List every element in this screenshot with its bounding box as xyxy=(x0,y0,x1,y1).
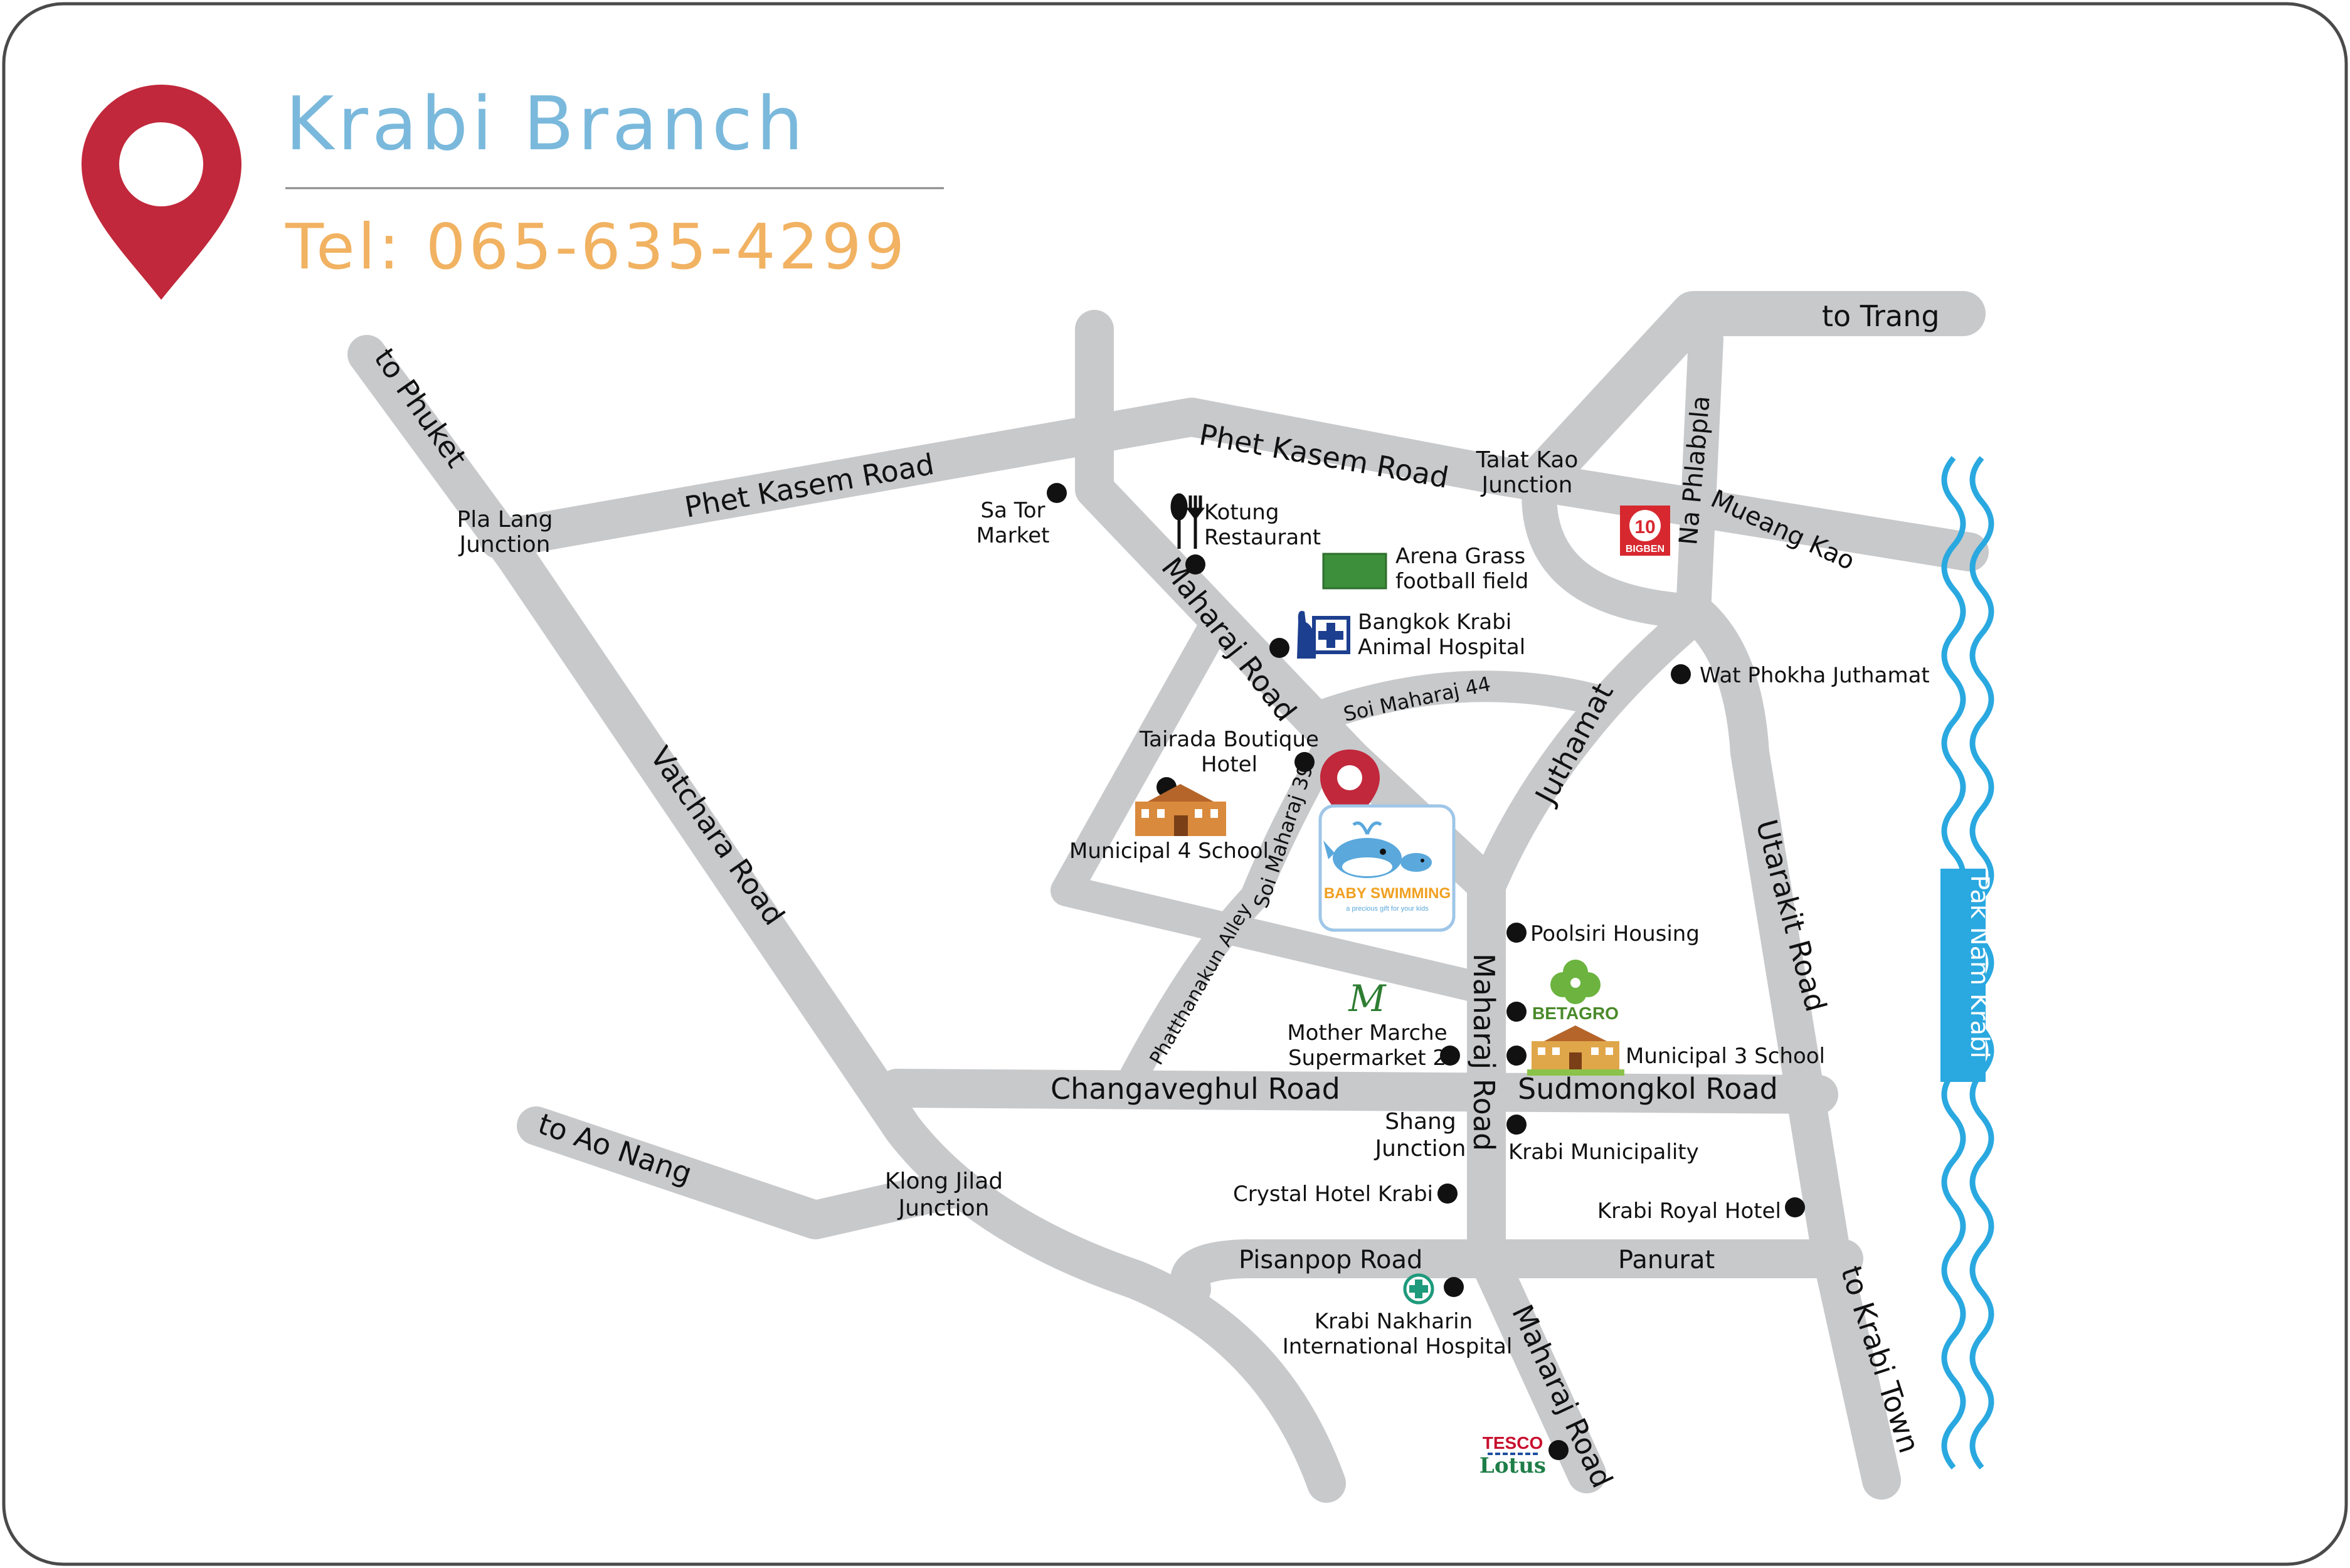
road-label-changaveghul: Changaveghul Road xyxy=(1051,1072,1340,1106)
road-changaveghul-sudmongkol xyxy=(877,1069,1838,1114)
road-juthamat xyxy=(1469,600,1711,908)
road-label-to-trang: to Trang xyxy=(1822,299,1940,333)
poi-poolsiri: Poolsiri Housing xyxy=(1530,921,1700,946)
road-soi-maharaj-44 xyxy=(1308,670,1621,731)
road-na-phlabpla xyxy=(1676,321,1723,629)
bigben-text: BIGBEN xyxy=(1626,544,1665,554)
poi-bangkok-krabi-line1: Bangkok Krabi xyxy=(1358,610,1511,635)
junction-labels: Pla Lang Junction Talat Kao Junction Klo… xyxy=(457,447,1579,1221)
river-pak-nam-krabi: Pak Nam Krabi xyxy=(1940,456,1994,1470)
road-talat-kao-loop xyxy=(1522,465,1711,629)
poi-dot-sa-tor xyxy=(1047,483,1067,503)
poi-kotung-line1: Kotung xyxy=(1204,500,1279,525)
poi-krabi-nakharin-line2: International Hospital xyxy=(1283,1334,1513,1359)
betagro-text: BETAGRO xyxy=(1532,1004,1619,1023)
junction-shang-line1: Shang xyxy=(1385,1109,1456,1135)
poi-tairada-line2: Hotel xyxy=(1201,752,1257,777)
points-of-interest: Sa Tor Market Kotung Restaurant Arena Gr… xyxy=(977,483,1930,1478)
poi-mother-marche-line1: Mother Marche xyxy=(1287,1020,1447,1046)
poi-municipal-4: Municipal 4 School xyxy=(1069,839,1269,864)
poi-dot-poolsiri xyxy=(1506,923,1527,943)
poi-bangkok-krabi-line2: Animal Hospital xyxy=(1358,635,1525,660)
poi-crystal: Crystal Hotel Krabi xyxy=(1233,1182,1433,1207)
baby-swimming-logo: BABY SWIMMING a precious gift for your k… xyxy=(1318,804,1456,932)
poi-sa-tor-line1: Sa Tor xyxy=(981,498,1045,523)
road-label-maharaj-mid: Maharaj Road xyxy=(1467,953,1501,1151)
football-field-icon xyxy=(1322,553,1387,590)
poi-mother-marche-line2: Supermarket 2 xyxy=(1288,1046,1446,1071)
poi-sa-tor-line2: Market xyxy=(977,523,1050,548)
poi-municipal-3: Municipal 3 School xyxy=(1626,1044,1825,1069)
branch-title: Krabi Branch xyxy=(285,80,807,167)
branch-phone: Tel: 065-635-4299 xyxy=(285,210,908,283)
junction-pla-lang-line2: Junction xyxy=(458,532,550,558)
baby-swimming-text: BABY SWIMMING xyxy=(1324,885,1451,902)
poi-dot-bangkok-krabi xyxy=(1269,638,1289,658)
junction-shang-line2: Junction xyxy=(1373,1136,1466,1162)
school-building-icon xyxy=(1135,784,1226,836)
medical-cross-horizontal xyxy=(1409,1285,1428,1293)
road-to-trang xyxy=(1520,291,1986,499)
junction-talat-kao-line2: Junction xyxy=(1480,472,1572,498)
poi-dot-krabi-municipality xyxy=(1506,1115,1527,1135)
road-pisanpop-panurat xyxy=(1170,1239,1863,1308)
poi-dot-krabi-nakharin xyxy=(1444,1277,1464,1297)
junction-klong-jilad-line1: Klong Jilad xyxy=(885,1168,1003,1194)
poi-dot-krabi-royal xyxy=(1785,1197,1805,1217)
poi-dot-tairada xyxy=(1294,752,1315,772)
poi-krabi-nakharin-line1: Krabi Nakharin xyxy=(1315,1309,1473,1334)
mother-marche-logo: M xyxy=(1348,977,1387,1020)
road-soi-left-loop xyxy=(1051,618,1496,1004)
poi-arena-line1: Arena Grass xyxy=(1395,544,1525,569)
junction-klong-jilad-line2: Junction xyxy=(897,1195,989,1221)
poi-dot-kotung xyxy=(1185,554,1205,575)
poi-kotung-line2: Restaurant xyxy=(1204,525,1321,550)
whale-icon xyxy=(1323,821,1432,878)
road-label-panurat: Panurat xyxy=(1618,1246,1715,1274)
poi-dot-municipal-3 xyxy=(1506,1046,1527,1066)
pets-icon xyxy=(1297,611,1350,659)
poi-wat-phokha: Wat Phokha Juthamat xyxy=(1700,663,1930,688)
road-utarakit xyxy=(1674,592,1901,1500)
road-to-ao-nang xyxy=(517,1106,973,1239)
fork-knife-icon xyxy=(1170,493,1205,549)
road-phatthanakun-alley xyxy=(1114,735,1341,1099)
tesco-logo-text: TESCO xyxy=(1483,1433,1543,1453)
river-label: Pak Nam Krabi xyxy=(1965,875,1994,1059)
river-label-box xyxy=(1940,869,1986,1082)
road-label-pisanpop: Pisanpop Road xyxy=(1239,1246,1422,1274)
junction-talat-kao-line1: Talat Kao xyxy=(1476,447,1579,473)
poi-dot-crystal xyxy=(1437,1184,1458,1204)
poi-arena-line2: football field xyxy=(1395,569,1528,594)
poi-krabi-royal: Krabi Royal Hotel xyxy=(1597,1199,1781,1224)
baby-swimming-tagline: a precious gift for your kids xyxy=(1346,905,1429,913)
school-building-icon xyxy=(1527,1025,1624,1076)
svg-text:10: 10 xyxy=(1634,517,1655,538)
poi-tairada-line1: Tairada Boutique xyxy=(1139,727,1319,752)
road-phet-kasem xyxy=(479,398,1989,571)
junction-pla-lang-line1: Pla Lang xyxy=(457,507,553,532)
poi-dot-wat-phokha xyxy=(1671,664,1691,684)
road-network xyxy=(347,291,1989,1503)
poi-dot-tesco-lotus xyxy=(1548,1440,1569,1460)
poi-dot-betagro xyxy=(1506,1002,1527,1022)
river-wave-right xyxy=(1969,456,1994,1470)
location-pin-icon xyxy=(82,85,241,300)
lotus-logo-text: Lotus xyxy=(1479,1453,1546,1478)
poi-krabi-municipality: Krabi Municipality xyxy=(1508,1140,1699,1165)
bigben-logo: 10 BIGBEN xyxy=(1620,506,1670,556)
road-label-sudmongkol: Sudmongkol Road xyxy=(1518,1072,1778,1106)
betagro-logo: BETAGRO xyxy=(1532,960,1619,1023)
poi-dot-mother-marche xyxy=(1440,1046,1460,1066)
